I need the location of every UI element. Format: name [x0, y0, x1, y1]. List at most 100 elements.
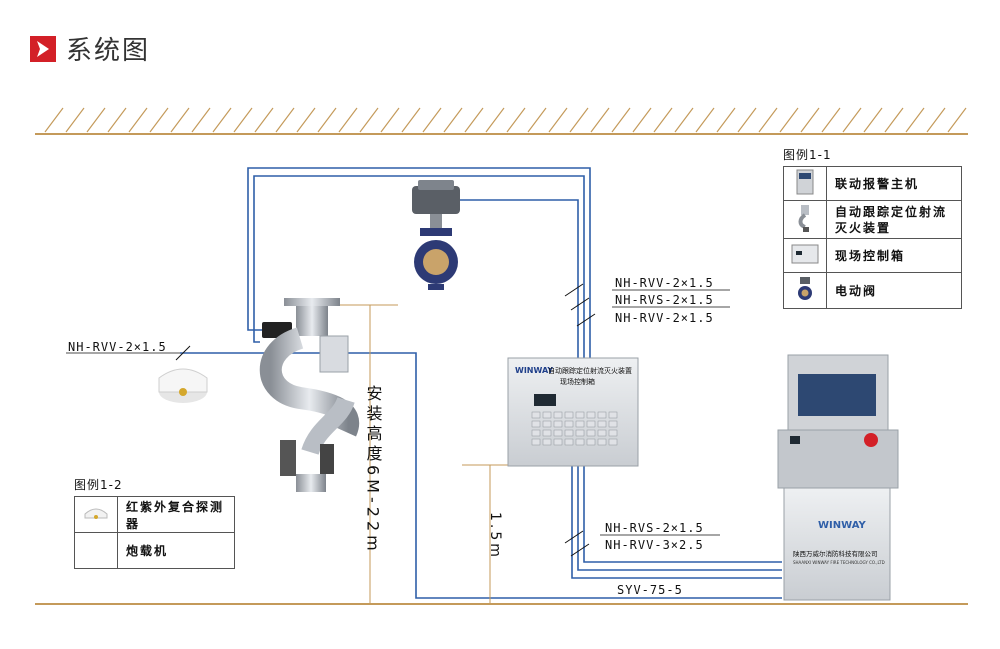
- box-height-label: 1.5m: [487, 512, 503, 560]
- uv-ir-detector: [158, 368, 208, 403]
- ceiling-hatch: [905, 107, 925, 133]
- ceiling-hatch: [191, 107, 211, 133]
- keypad-key: [564, 420, 574, 428]
- ceiling-hatch: [86, 107, 106, 133]
- keypad-key: [608, 420, 618, 428]
- keypad-key: [564, 438, 574, 446]
- cable-label-bottom3: SYV-75-5: [617, 583, 683, 597]
- keypad-key: [542, 420, 552, 428]
- page-title: 系统图: [66, 36, 151, 66]
- ceiling-hatch: [401, 107, 421, 133]
- keypad-key: [542, 438, 552, 446]
- page-header: 系统图: [30, 30, 150, 67]
- legend-1-2-item-1: 炮载机: [117, 532, 235, 569]
- cable-ticks: [175, 283, 596, 557]
- install-height-label: 安装高度6M-22m: [364, 385, 383, 555]
- ceiling-hatch: [947, 107, 967, 133]
- keypad-key: [531, 411, 541, 419]
- ceiling-hatch: [275, 107, 295, 133]
- legend-1-2-icon-empty: [74, 532, 118, 569]
- red-arrow-icon: [30, 35, 56, 62]
- ceiling-hatch: [212, 107, 232, 133]
- keypad-key: [531, 420, 541, 428]
- ceiling-hatch: [569, 107, 589, 133]
- keypad-key: [553, 438, 563, 446]
- electric-valve: [412, 180, 460, 290]
- detector-icon: [74, 496, 118, 533]
- ceiling-hatch: [926, 107, 946, 133]
- keypad-key: [586, 429, 596, 437]
- control-box-title: 自动跟踪定位射流灭火装置: [548, 366, 632, 375]
- ceiling-hatch: [128, 107, 148, 133]
- linkage-alarm-host: WINWAY 陕西万威尔消防科技有限公司 SHAANXI WINWAY FIRE…: [777, 354, 899, 601]
- ceiling-hatch: [863, 107, 883, 133]
- ceiling-hatch: [884, 107, 904, 133]
- ceiling-hatch: [65, 107, 85, 133]
- ceiling-hatch: [506, 107, 526, 133]
- ceiling-hatch: [170, 107, 190, 133]
- ceiling-hatch: [233, 107, 253, 133]
- electric-valve-icon: [783, 272, 827, 309]
- ceiling-hatch: [296, 107, 316, 133]
- keypad-key: [564, 411, 574, 419]
- keypad-key: [553, 411, 563, 419]
- field-control-box: WINWAY 自动跟踪定位射流灭火装置 现场控制箱: [507, 357, 639, 467]
- keypad-key: [586, 420, 596, 428]
- keypad-key: [531, 429, 541, 437]
- legend-1-1-item-3: 电动阀: [826, 272, 962, 309]
- ceiling-hatch: [359, 107, 379, 133]
- ceiling-hatch: [611, 107, 631, 133]
- keypad-key: [597, 429, 607, 437]
- console-company-en: SHAANXI WINWAY FIRE TECHNOLOGY CO.,LTD: [793, 560, 885, 565]
- control-box-icon: [783, 238, 827, 273]
- legend-1-1: 图例1-1 联动报警主机 自动跟踪定位射流灭火装置 现场控制箱 电动阀: [783, 146, 962, 309]
- ceiling-hatch: [443, 107, 463, 133]
- ceiling-line: [35, 107, 968, 135]
- cable-label-top2: NH-RVS-2×1.5: [615, 293, 714, 307]
- keypad-key: [608, 411, 618, 419]
- keypad-key: [531, 438, 541, 446]
- keypad-key: [542, 429, 552, 437]
- ceiling-hatch: [338, 107, 358, 133]
- keypad-key: [586, 411, 596, 419]
- legend-1-1-item-1: 自动跟踪定位射流灭火装置: [826, 200, 962, 239]
- ceiling-hatch: [149, 107, 169, 133]
- keypad-key: [597, 438, 607, 446]
- ceiling-hatch: [527, 107, 547, 133]
- ceiling-hatch: [821, 107, 841, 133]
- console-brand: WINWAY: [818, 520, 866, 531]
- control-box-subtitle: 现场控制箱: [560, 377, 595, 386]
- cable-label-top1: NH-RVV-2×1.5: [615, 276, 714, 290]
- cable-label-bottom1: NH-RVS-2×1.5: [605, 521, 704, 535]
- ceiling-hatch: [380, 107, 400, 133]
- cable-label-bottom2: NH-RVV-3×2.5: [605, 538, 704, 552]
- legend-1-1-item-0: 联动报警主机: [826, 166, 962, 201]
- keypad-key: [575, 438, 585, 446]
- ceiling-hatch: [548, 107, 568, 133]
- keypad-key: [542, 411, 552, 419]
- ceiling-hatch: [737, 107, 757, 133]
- ceiling-hatch: [422, 107, 442, 133]
- ceiling-hatch: [317, 107, 337, 133]
- keypad-key: [597, 420, 607, 428]
- ceiling-hatch: [842, 107, 862, 133]
- keypad-key: [575, 429, 585, 437]
- keypad-key: [586, 438, 596, 446]
- ceiling-hatch: [716, 107, 736, 133]
- ceiling-hatch: [653, 107, 673, 133]
- keypad-key: [575, 411, 585, 419]
- ceiling-hatch: [758, 107, 778, 133]
- ceiling-hatch: [800, 107, 820, 133]
- keypad-key: [575, 420, 585, 428]
- jet-device-icon: [783, 200, 827, 239]
- legend-1-1-item-2: 现场控制箱: [826, 238, 962, 273]
- legend-1-2-item-0: 红紫外复合探测器: [117, 496, 235, 533]
- ceiling-hatch: [590, 107, 610, 133]
- legend-1-2-title: 图例1-2: [74, 478, 123, 492]
- legend-1-1-title: 图例1-1: [783, 148, 832, 162]
- ceiling-hatch: [464, 107, 484, 133]
- ceiling-hatch: [695, 107, 715, 133]
- cable-label-top3: NH-RVV-2×1.5: [615, 311, 714, 325]
- legend-1-2: 图例1-2 红紫外复合探测器 炮载机: [74, 476, 235, 569]
